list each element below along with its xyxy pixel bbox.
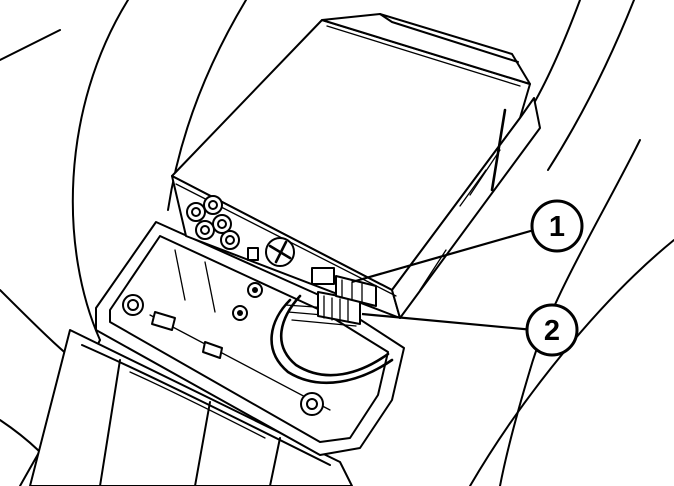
main-unit	[171, 13, 541, 319]
callout-1-label: 1	[549, 211, 565, 243]
callout-leaders	[351, 228, 535, 332]
rca-connectors	[186, 195, 335, 285]
console-base	[29, 329, 353, 486]
callout-2-circle	[525, 303, 579, 357]
callout-2-label: 2	[544, 315, 560, 347]
callout-2: 2	[525, 303, 579, 357]
callout-1-circle	[530, 199, 584, 253]
mounting-tray	[95, 221, 405, 456]
callout-1: 1	[530, 199, 584, 253]
connector-plug	[335, 275, 377, 307]
